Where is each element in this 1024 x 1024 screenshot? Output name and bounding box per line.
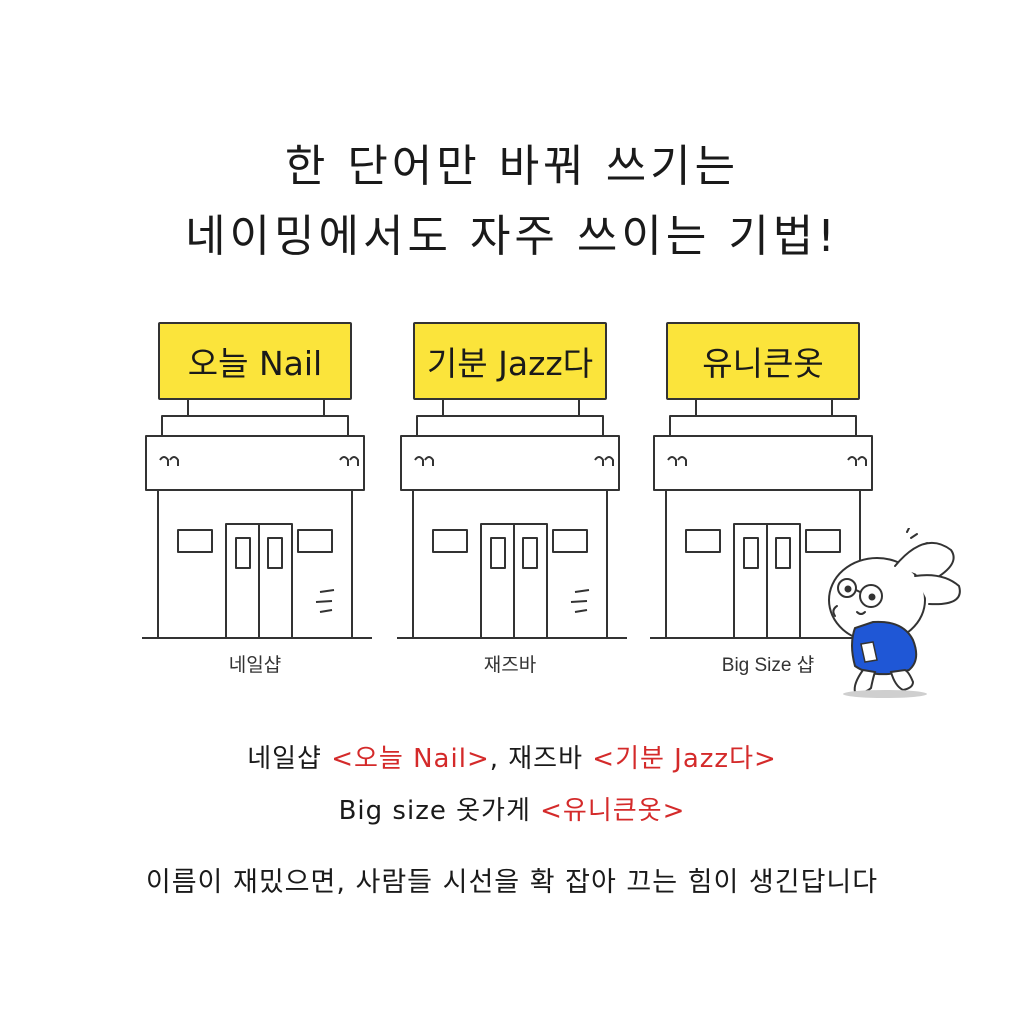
caption-line-3: 이름이 재밌으면, 사람들 시선을 확 잡아 끄는 힘이 생긴답니다 [145,867,879,898]
shop-nail: 오늘 Nail 네일샵 [140,320,380,700]
shop-big-size: 유니큰옷 Big Size 샵 [648,320,888,700]
title-line-2: 네이밍에서도 자주 쓰이는 기법! [185,211,839,262]
shop-label: 네일샵 [228,655,282,676]
caption-text: 네일샵 [247,744,332,774]
shop-sign: 오늘 Nail [158,322,352,400]
title-line-1: 한 단어만 바꿔 쓰기는 [284,141,740,192]
bunny-character-icon [828,528,961,698]
shop-sign: 기분 Jazz다 [413,322,607,400]
shop-jazz: 기분 Jazz다 재즈바 [395,320,635,700]
storefront-illustration [397,398,627,639]
shop-label: 재즈바 [483,655,537,676]
caption-line-2: Big size 옷가게 <유니큰옷> [0,790,1024,827]
caption-highlight: <오늘 Nail> [331,744,490,774]
caption-line-1: 네일샵 <오늘 Nail>, 재즈바 <기분 Jazz다> [0,738,1024,775]
caption-highlight: <기분 Jazz다> [592,744,777,774]
shop-sign: 유니큰옷 [666,322,860,400]
storefront-illustration [650,398,880,639]
shop-label: Big Size 샵 [721,655,815,676]
caption-text: Big size 옷가게 [338,796,541,826]
storefront-illustration [142,398,372,639]
caption-text: , 재즈바 [489,744,593,774]
caption-highlight: <유니큰옷> [540,796,686,826]
